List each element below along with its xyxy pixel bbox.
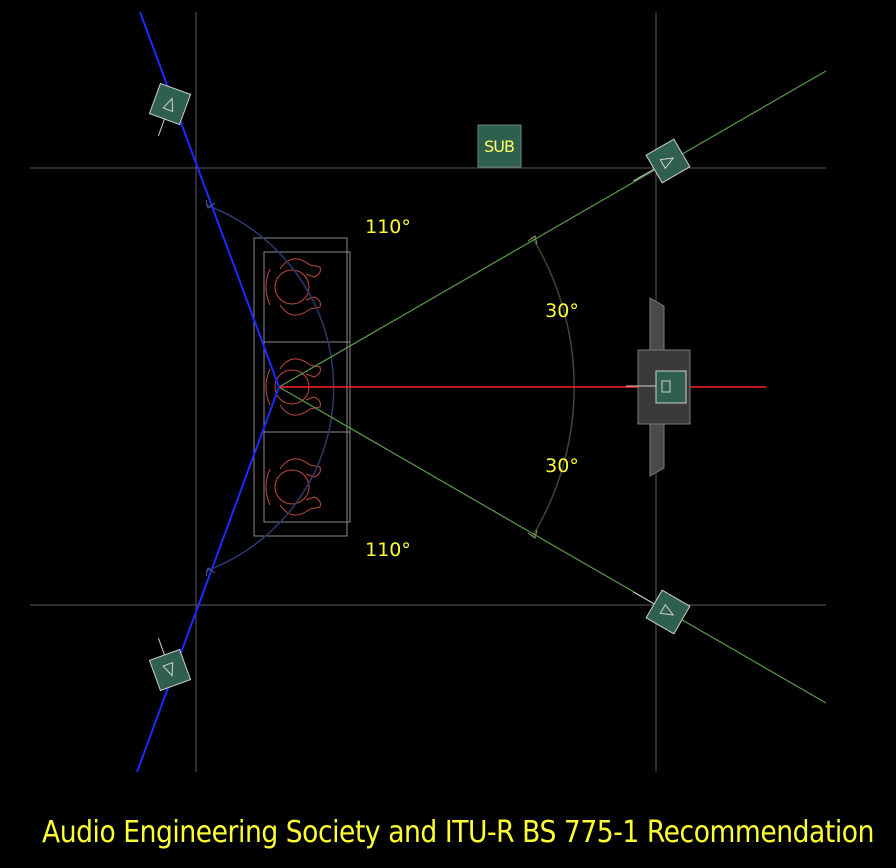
listeners	[265, 258, 321, 516]
surround-angle-arc	[205, 204, 335, 572]
surround-axis-line	[136, 11, 281, 773]
center-speaker	[655, 370, 687, 404]
tick-front-bottom	[527, 529, 538, 539]
arc-ticks	[205, 199, 538, 577]
seat-cushion-bottom	[263, 431, 351, 523]
tick-surround-top	[205, 199, 216, 209]
tick-surround-bottom	[205, 567, 216, 577]
center-speaker-driver	[661, 380, 671, 393]
listener-center	[265, 358, 321, 416]
front-right-axis	[278, 386, 827, 704]
angle-label-surround-top: 110°	[365, 216, 411, 238]
center-speaker-tv	[626, 297, 691, 477]
subwoofer-box	[477, 124, 522, 168]
surround-left-speaker	[148, 82, 192, 137]
front-right-speaker	[633, 589, 691, 635]
subwoofer: SUB	[477, 124, 522, 168]
front-left-speaker	[633, 138, 691, 184]
listener-top	[265, 258, 321, 316]
subwoofer-label: SUB	[484, 137, 514, 156]
grid-lines	[30, 12, 826, 772]
angle-label-front-bottom: 30°	[545, 455, 579, 477]
angle-label-front-top: 30°	[545, 300, 579, 322]
diagram-caption: Audio Engineering Society and ITU-R BS 7…	[42, 815, 874, 850]
angle-label-surround-bottom: 110°	[365, 539, 411, 561]
front-left-axis	[278, 70, 827, 388]
surround-right-speaker	[148, 637, 192, 692]
tick-front-top	[527, 235, 538, 245]
